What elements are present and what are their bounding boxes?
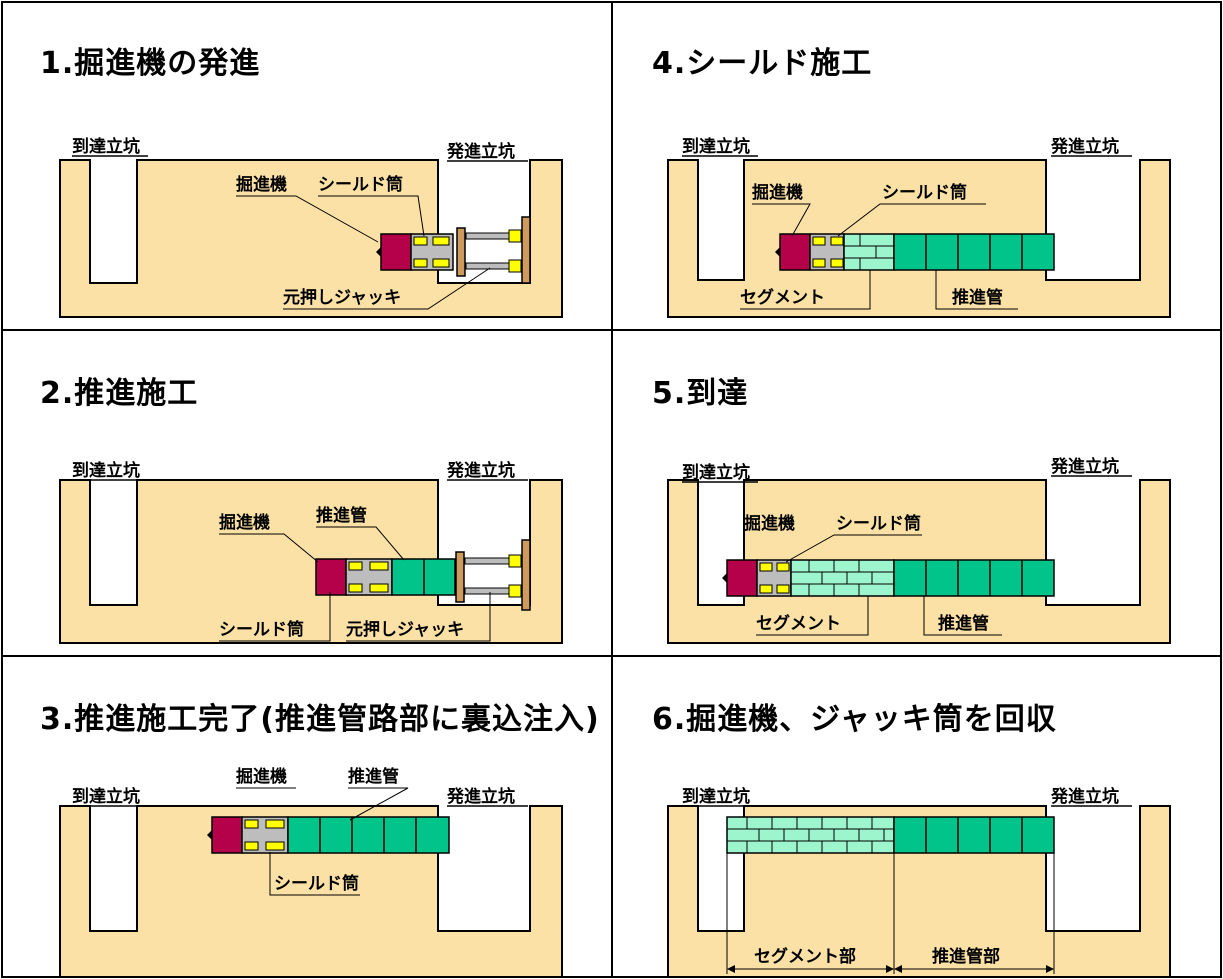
launch-shaft-label: 発進立坑: [1050, 136, 1119, 157]
thrust-plate: [455, 551, 465, 603]
panel-6-title: 6.掘進機、ジャッキ筒を回収: [652, 702, 1057, 737]
label-jacking-pipe: 推進管: [316, 505, 367, 526]
panel-6: 6.掘進機、ジャッキ筒を回収 到達立坑 発進立坑: [612, 656, 1223, 979]
arrival-shaft-label: 到達立坑: [682, 136, 750, 157]
label-jacking-pipe: 推進管: [952, 287, 1003, 308]
panel-5-title: 5.到達: [652, 376, 749, 411]
label-tunneling-machine: 掘進機: [752, 182, 803, 203]
panel-5: 5.到達 到達立坑 発進立坑 掘進機 シールド筒 セグメント: [612, 330, 1223, 656]
label-shield-tube: シールド筒: [274, 873, 359, 894]
panel-4-diagram: 到達立坑 発進立坑 掘進機 シールド筒 セグメント 推進管: [667, 136, 1171, 318]
panel-5-diagram: 到達立坑 発進立坑 掘進機 シールド筒 セグメント 推進管: [667, 456, 1171, 644]
label-thrust-jack: 元押しジャッキ: [346, 619, 464, 640]
launch-shaft-label: 発進立坑: [446, 786, 515, 807]
panel-3-diagram: 到達立坑 発進立坑 掘進機 推進管 シールド筒: [59, 766, 563, 978]
label-jacking-pipe: 推進管: [348, 766, 399, 787]
soil-ground: [59, 479, 563, 644]
panel-2-title: 2.推進施工: [40, 376, 199, 411]
jacking-pipe: [287, 816, 450, 854]
arrival-shaft-label: 到達立坑: [72, 460, 140, 481]
tunneling-machine: [380, 233, 412, 271]
label-segment-section: セグメント部: [754, 946, 856, 967]
tunneling-machine: [315, 558, 347, 596]
label-tunneling-machine: 掘進機: [219, 512, 270, 533]
label-tunneling-machine: 掘進機: [744, 513, 795, 534]
tunneling-machine: [726, 559, 758, 597]
label-thrust-jack: 元押しジャッキ: [283, 287, 401, 308]
tunneling-machine: [779, 233, 811, 271]
panel-2-diagram: 到達立坑 発進立坑 掘進機 推進管 シールド筒 元押しジャッキ: [59, 460, 563, 644]
thrust-plate: [456, 227, 466, 277]
panel-1: 1.掘進機の発進 到達立坑 発進立坑 掘進機 シールド筒 元押しジャッキ: [0, 0, 612, 330]
label-shield-tube: シールド筒: [882, 182, 967, 203]
reaction-wall: [521, 539, 531, 611]
jacking-pipe: [893, 233, 1055, 271]
segment-section: [726, 816, 895, 854]
segment: [790, 559, 895, 597]
launch-shaft-label: 発進立坑: [1050, 786, 1119, 807]
segment: [843, 233, 895, 271]
label-shield-tube: シールド筒: [836, 513, 921, 534]
arrival-shaft-label: 到達立坑: [72, 786, 140, 807]
label-segment: セグメント: [740, 287, 825, 308]
panel-6-diagram: 到達立坑 発進立坑: [667, 786, 1171, 978]
arrival-shaft-label: 到達立坑: [682, 462, 750, 483]
launch-shaft-label: 発進立坑: [446, 141, 515, 162]
panel-4: 4.シールド施工 到達立坑 発進立坑 掘進機 シールド筒 セグメント 推進管: [612, 0, 1223, 330]
launch-shaft-label: 発進立坑: [446, 460, 515, 481]
label-jacking-pipe: 推進管: [938, 613, 989, 634]
label-segment: セグメント: [756, 613, 841, 634]
panel-3-title: 3.推進施工完了(推進管路部に裏込注入): [40, 702, 600, 737]
jacking-pipe-section: [893, 816, 1055, 854]
reaction-wall: [521, 216, 531, 284]
panel-3: 3.推進施工完了(推進管路部に裏込注入) 到達立坑 発進立坑 掘進機 推進管 シ…: [0, 656, 612, 979]
tunneling-machine: [211, 816, 243, 854]
arrival-shaft-label: 到達立坑: [72, 136, 140, 157]
label-tunneling-machine: 掘進機: [236, 766, 287, 787]
label-shield-tube: シールド筒: [219, 619, 304, 640]
panel-4-title: 4.シールド施工: [652, 46, 873, 81]
launch-shaft-label: 発進立坑: [1050, 456, 1119, 477]
panel-2: 2.推進施工 到達立坑 発進立坑 掘進機 推進管 シールド筒 元押しジャッキ: [0, 330, 612, 656]
label-jacking-pipe-section: 推進管部: [932, 946, 1000, 967]
panel-1-diagram: 到達立坑 発進立坑 掘進機 シールド筒 元押しジャッキ: [59, 136, 563, 318]
jacking-pipe: [893, 559, 1055, 597]
soil-ground: [59, 159, 563, 318]
panel-1-title: 1.掘進機の発進: [40, 46, 261, 81]
label-tunneling-machine: 掘進機: [236, 174, 287, 195]
label-shield-tube: シールド筒: [318, 174, 403, 195]
arrival-shaft-label: 到達立坑: [682, 786, 750, 807]
